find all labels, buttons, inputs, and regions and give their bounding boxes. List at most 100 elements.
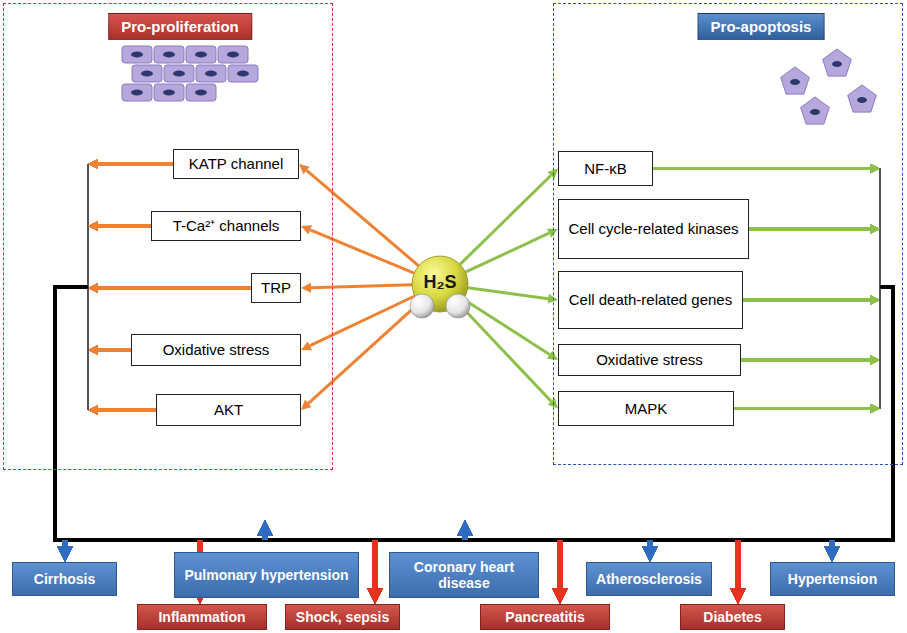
collector-line (879, 287, 881, 409)
effect-arrow (741, 359, 870, 362)
disease-arrow (62, 540, 68, 546)
effect-arrow (743, 299, 870, 302)
collector-line (87, 226, 89, 287)
effect-arrow (749, 228, 870, 231)
collector-line (87, 164, 89, 287)
disease-arrow (735, 540, 741, 588)
activation-arrow (459, 304, 551, 401)
collector-line (879, 287, 881, 409)
effect-arrow (98, 287, 251, 290)
disease-arrow (62, 540, 68, 546)
disease-arrow (735, 540, 741, 588)
effect-arrow (741, 359, 870, 362)
collector-line (879, 229, 881, 287)
effect-arrow (743, 299, 870, 302)
collector-line (879, 287, 881, 409)
collector-line (879, 287, 881, 409)
collector-line (879, 229, 881, 287)
disease-arrow (829, 540, 835, 546)
collector-line (879, 229, 881, 287)
outcome-line (55, 287, 375, 540)
outcome-line (55, 287, 375, 540)
disease-arrow (372, 540, 378, 588)
mechanism-box: NF-κB (558, 151, 653, 186)
effect-arrow (98, 409, 156, 412)
effect-arrow (98, 163, 173, 166)
disease-arrow (647, 540, 653, 546)
connector (460, 175, 551, 264)
disease-arrow (647, 540, 653, 546)
connector (200, 287, 893, 588)
effect-arrow (98, 225, 151, 228)
outcome-line (55, 287, 465, 540)
effect-arrow (734, 407, 870, 410)
outcome-line (55, 287, 88, 540)
effect-arrow (749, 228, 870, 231)
effect-arrow (653, 167, 870, 170)
effect-arrow (98, 163, 173, 166)
effect-arrow (734, 407, 870, 410)
disease-arrow (62, 540, 68, 546)
effect-arrow (741, 359, 870, 362)
effect-arrow (98, 409, 156, 412)
node-label: Coronary heart disease (390, 559, 538, 591)
connector (560, 287, 893, 588)
effect-arrow (98, 349, 131, 352)
collector-line (87, 287, 89, 410)
connector (55, 287, 560, 588)
disease-arrow (829, 540, 835, 546)
disease-arrow (462, 536, 468, 540)
collector-line (87, 164, 89, 287)
outcome-line (200, 287, 893, 540)
effect-arrow (734, 407, 870, 410)
disease-arrow (557, 540, 563, 588)
disease-arrow (462, 536, 468, 540)
connector (65, 229, 893, 546)
connector (55, 164, 465, 540)
effect-arrow (98, 287, 251, 290)
collector-line (87, 226, 89, 287)
connector (465, 169, 893, 541)
outcome-line (832, 287, 893, 540)
disease-arrow (372, 540, 378, 588)
effect-arrow (98, 163, 173, 166)
collector-line (87, 164, 89, 287)
node-label: Pancreatitis (505, 609, 584, 625)
collector-line (879, 229, 881, 287)
connector (55, 287, 560, 588)
collector-line (87, 226, 89, 287)
connector (265, 229, 893, 540)
collector-line (879, 169, 881, 288)
activation-arrow (460, 175, 551, 264)
effect-arrow (743, 299, 870, 302)
disease-arrow (557, 540, 563, 588)
collector-line (87, 226, 89, 287)
effect-arrow (749, 228, 870, 231)
collector-line (879, 169, 881, 288)
proliferating-cells (122, 46, 258, 101)
outcome-line (55, 287, 88, 540)
effect-arrow (98, 409, 156, 412)
connector (55, 226, 832, 546)
connector (465, 229, 893, 540)
collector-line (879, 169, 881, 288)
collector-line (87, 287, 89, 410)
connector (375, 169, 893, 589)
node-label: Hypertension (788, 571, 877, 587)
outcome-line (200, 287, 893, 540)
disease-arrow (829, 540, 835, 546)
node-label: NF-κB (584, 160, 627, 177)
disease-box: Coronary heart disease (389, 552, 539, 598)
collector-line (879, 287, 881, 409)
outcome-line (738, 287, 893, 540)
mechanism-box: AKT (156, 394, 301, 426)
effect-arrow (734, 407, 870, 410)
disease-box: Pancreatitis (480, 604, 610, 630)
disease-arrow (735, 540, 741, 588)
collector-line (87, 287, 89, 410)
activation-arrow (464, 299, 550, 354)
disease-arrow (557, 540, 563, 588)
effect-arrow (98, 225, 151, 228)
effect-arrow (734, 407, 870, 410)
connector (55, 164, 560, 588)
